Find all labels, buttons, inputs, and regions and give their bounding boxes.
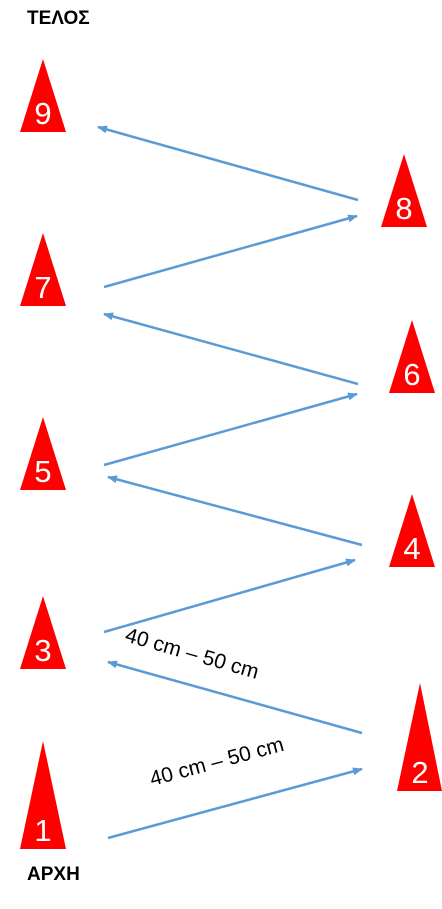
cone-5-shape (20, 417, 66, 490)
cone-8-shape (381, 154, 427, 227)
cone-6-number: 6 (403, 357, 420, 392)
arrow-2-to-3 (107, 660, 363, 735)
cone-5-number: 5 (34, 454, 51, 489)
arrow-4-to-5 (107, 475, 363, 547)
cone-7-number: 7 (34, 270, 51, 305)
cone-9-shape (20, 59, 66, 132)
arrow-6-to-7 (103, 312, 359, 386)
cone-5: 5 (20, 417, 66, 490)
cone-2-number: 2 (411, 755, 428, 790)
cone-2: 2 (397, 683, 442, 791)
cone-9: 9 (20, 59, 66, 132)
arrow-8-to-9 (97, 125, 359, 202)
cone-3-shape (20, 596, 66, 669)
cone-7: 7 (20, 233, 66, 306)
cone-2-shape (397, 683, 442, 791)
arrows (97, 125, 363, 840)
cone-8-number: 8 (395, 191, 412, 226)
arrow-1-to-2 (107, 767, 363, 840)
arrow-7-to-8 (103, 214, 358, 289)
distance-label-2-3: 40 cm – 50 cm (123, 624, 262, 684)
cone-3: 3 (20, 596, 66, 669)
cone-1: 1 (20, 741, 66, 849)
cone-3-number: 3 (34, 633, 51, 668)
cone-4-shape (389, 494, 435, 567)
cone-4-number: 4 (403, 531, 420, 566)
arrow-3-to-4 (103, 558, 356, 634)
cone-1-number: 1 (34, 813, 51, 848)
end-label: ΤΕΛΟΣ (27, 8, 90, 29)
cone-6: 6 (389, 320, 435, 393)
start-label: ΑΡΧΗ (27, 864, 80, 885)
cone-1-shape (20, 741, 66, 849)
cone-6-shape (389, 320, 435, 393)
cone-9-number: 9 (34, 96, 51, 131)
arrow-5-to-6 (103, 392, 358, 467)
cone-8: 8 (381, 154, 427, 227)
cone-4: 4 (389, 494, 435, 567)
cone-7-shape (20, 233, 66, 306)
distance-label-1-2: 40 cm – 50 cm (147, 733, 286, 791)
